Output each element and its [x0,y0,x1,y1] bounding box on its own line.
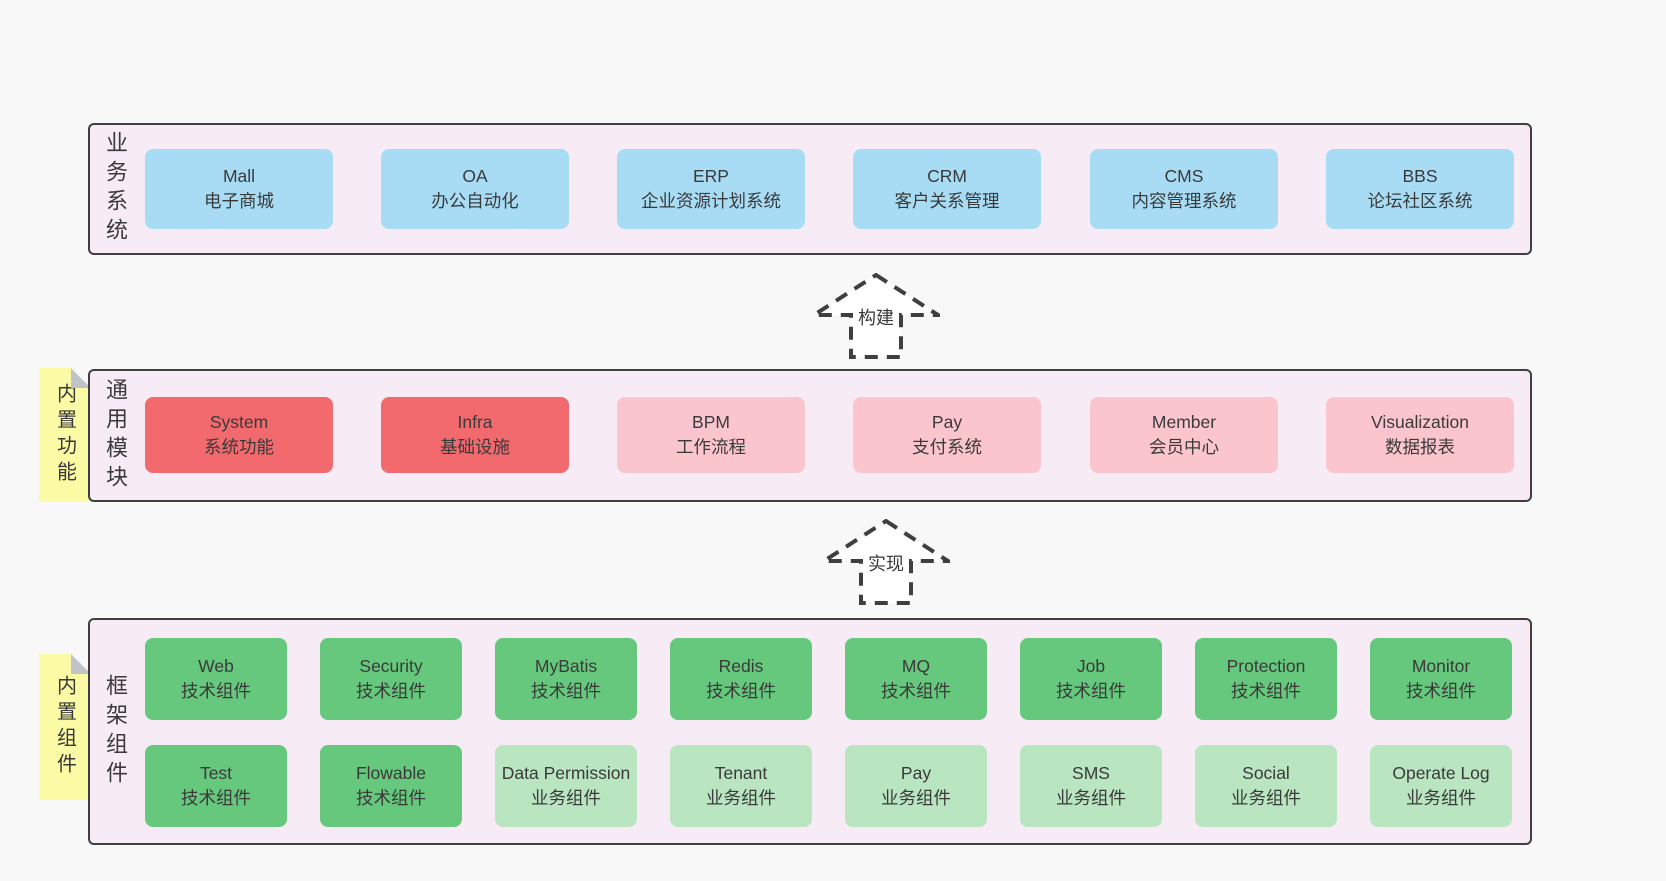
node-title: Data Permission [501,763,631,783]
node-title: CMS [1164,166,1204,186]
node-title: Member [1151,412,1217,432]
node-subtitle: 支付系统 [912,437,982,457]
node-subtitle: 业务组件 [531,788,601,808]
node-subtitle: 电子商城 [204,191,274,211]
build-arrow-label: 构建 [854,303,898,331]
node-subtitle: 内容管理系统 [1131,191,1237,211]
node-protection: Protection 技术组件 [1195,638,1337,720]
node-monitor: Monitor 技术组件 [1370,638,1512,720]
node-infra: Infra 基础设施 [381,397,569,473]
sticky-text: 内置功能 [53,383,76,487]
node-title: Security [359,656,423,676]
node-subtitle: 企业资源计划系统 [641,191,781,211]
node-title: BBS [1402,166,1438,186]
node-job: Job 技术组件 [1020,638,1162,720]
node-title: BPM [692,412,730,432]
node-web: Web 技术组件 [145,638,287,720]
node-erp: ERP 企业资源计划系统 [617,149,805,229]
node-sms: SMS 业务组件 [1020,745,1162,827]
node-subtitle: 论坛社区系统 [1367,191,1473,211]
node-member: Member 会员中心 [1090,397,1278,473]
node-subtitle: 技术组件 [531,681,601,701]
node-title: Pay [931,412,963,432]
build-arrow: 构建 [812,273,940,359]
node-subtitle: 会员中心 [1149,437,1219,457]
node-title: Redis [718,656,764,676]
node-title: Pay [900,763,932,783]
node-redis: Redis 技术组件 [670,638,812,720]
node-subtitle: 数据报表 [1385,437,1455,457]
node-subtitle: 技术组件 [356,788,426,808]
band-common-modules-label: 通用模块 [103,378,128,494]
node-flowable: Flowable 技术组件 [320,745,462,827]
node-title: MQ [901,656,931,676]
node-test: Test 技术组件 [145,745,287,827]
node-subtitle: 技术组件 [881,681,951,701]
node-subtitle: 技术组件 [706,681,776,701]
node-subtitle: 技术组件 [1231,681,1301,701]
band-common-modules-panel [88,369,1532,502]
node-tenant: Tenant 业务组件 [670,745,812,827]
node-title: Visualization [1371,412,1469,432]
node-crm: CRM 客户关系管理 [853,149,1041,229]
node-subtitle: 技术组件 [1056,681,1126,701]
sticky-built-in-components: 内置组件 [39,654,91,800]
node-pay-component: Pay 业务组件 [845,745,987,827]
node-oa: OA 办公自动化 [381,149,569,229]
node-subtitle: 工作流程 [676,437,746,457]
node-title: Web [198,656,234,676]
node-title: Infra [457,412,493,432]
node-title: CRM [927,166,967,186]
node-subtitle: 业务组件 [706,788,776,808]
node-title: Test [199,763,233,783]
node-title: Social [1242,763,1290,783]
node-title: Job [1076,656,1106,676]
node-title: Protection [1226,656,1306,676]
node-security: Security 技术组件 [320,638,462,720]
node-bbs: BBS 论坛社区系统 [1326,149,1514,229]
node-system: System 系统功能 [145,397,333,473]
node-pay-system: Pay 支付系统 [853,397,1041,473]
node-mq: MQ 技术组件 [845,638,987,720]
node-subtitle: 技术组件 [181,681,251,701]
node-title: MyBatis [534,656,598,676]
band-framework-components-label: 框架组件 [103,674,128,790]
node-title: OA [462,166,488,186]
node-title: Flowable [355,763,427,783]
node-subtitle: 客户关系管理 [894,191,1000,211]
node-visualization: Visualization 数据报表 [1326,397,1514,473]
node-subtitle: 技术组件 [356,681,426,701]
node-subtitle: 系统功能 [204,437,274,457]
node-subtitle: 基础设施 [440,437,510,457]
sticky-built-in-features: 内置功能 [39,368,91,502]
node-title: Mall [222,166,256,186]
node-subtitle: 技术组件 [1406,681,1476,701]
sticky-text: 内置组件 [53,675,76,779]
node-title: SMS [1072,763,1110,783]
implement-arrow: 实现 [822,519,950,605]
node-title: Monitor [1411,656,1471,676]
band-business-systems-label: 业务系统 [103,131,128,247]
node-subtitle: 业务组件 [1056,788,1126,808]
node-subtitle: 业务组件 [1231,788,1301,808]
node-subtitle: 业务组件 [1406,788,1476,808]
node-subtitle: 办公自动化 [431,191,519,211]
node-bpm: BPM 工作流程 [617,397,805,473]
node-operate-log: Operate Log 业务组件 [1370,745,1512,827]
node-subtitle: 技术组件 [181,788,251,808]
node-title: Operate Log [1392,763,1490,783]
implement-arrow-label: 实现 [864,549,908,577]
node-mall: Mall 电子商城 [145,149,333,229]
node-title: System [209,412,269,432]
node-cms: CMS 内容管理系统 [1090,149,1278,229]
node-title: Tenant [714,763,768,783]
node-mybatis: MyBatis 技术组件 [495,638,637,720]
node-social: Social 业务组件 [1195,745,1337,827]
node-subtitle: 业务组件 [881,788,951,808]
node-title: ERP [693,166,729,186]
node-data-permission: Data Permission 业务组件 [495,745,637,827]
